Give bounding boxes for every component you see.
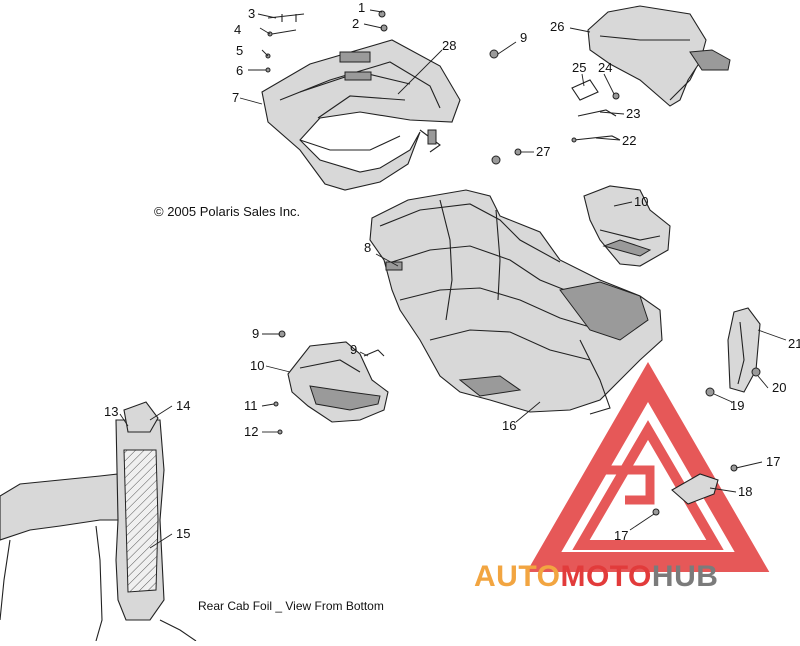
callout-28: 28 [442, 38, 456, 53]
footwell-left [287, 341, 389, 423]
callout-2: 2 [352, 16, 359, 31]
callout-17-right: 17 [766, 454, 780, 469]
rear-rack-assembly [261, 39, 461, 191]
callout-11: 11 [244, 398, 258, 413]
diagram-caption: Rear Cab Foil _ View From Bottom [198, 599, 384, 613]
footwell-right [583, 185, 671, 267]
bolt-20-19 [705, 367, 761, 397]
seat-assembly [587, 5, 731, 107]
callout-9-mid: 9 [350, 342, 357, 357]
callout-26: 26 [550, 19, 564, 34]
callout-9-left: 9 [252, 326, 259, 341]
callout-19: 19 [730, 398, 744, 413]
callout-13: 13 [104, 404, 118, 419]
watermark-part-auto: AUTO [474, 560, 560, 593]
callout-18: 18 [738, 484, 752, 499]
watermark-text: AUTOMOTOHUB [474, 560, 718, 593]
callout-9-top: 9 [520, 30, 527, 45]
callout-labels: 1 2 3 4 5 6 7 28 9 27 26 25 24 23 22 10 … [104, 0, 800, 543]
callout-15: 15 [176, 526, 190, 541]
callout-24: 24 [598, 60, 612, 75]
callout-3: 3 [248, 6, 255, 21]
callout-6: 6 [236, 63, 243, 78]
callout-16: 16 [502, 418, 516, 433]
callout-25: 25 [572, 60, 586, 75]
callout-17-left: 17 [614, 528, 628, 543]
callout-20: 20 [772, 380, 786, 395]
callout-14: 14 [176, 398, 190, 413]
watermark-part-hub: HUB [652, 560, 719, 593]
callout-4: 4 [234, 22, 241, 37]
callout-21: 21 [788, 336, 800, 351]
callout-7: 7 [232, 90, 239, 105]
clip-27 [491, 148, 522, 165]
callout-27: 27 [536, 144, 550, 159]
bracket-18 [652, 464, 738, 516]
bracket-21 [727, 307, 761, 393]
seat-hardware [571, 79, 621, 143]
rear-cab-foil [0, 401, 197, 642]
main-frame [369, 189, 663, 415]
screw-9-top [489, 49, 499, 59]
callout-12: 12 [244, 424, 258, 439]
watermark-logo [526, 362, 770, 572]
callout-10-left: 10 [250, 358, 264, 373]
callout-23: 23 [626, 106, 640, 121]
leader-lines [119, 9, 787, 549]
watermark-part-moto: MOTO [560, 560, 651, 593]
callout-8: 8 [364, 240, 371, 255]
callout-1: 1 [358, 0, 365, 15]
callout-22: 22 [622, 133, 636, 148]
callout-5: 5 [236, 43, 243, 58]
copyright-notice: © 2005 Polaris Sales Inc. [154, 204, 300, 219]
callout-10-right: 10 [634, 194, 648, 209]
